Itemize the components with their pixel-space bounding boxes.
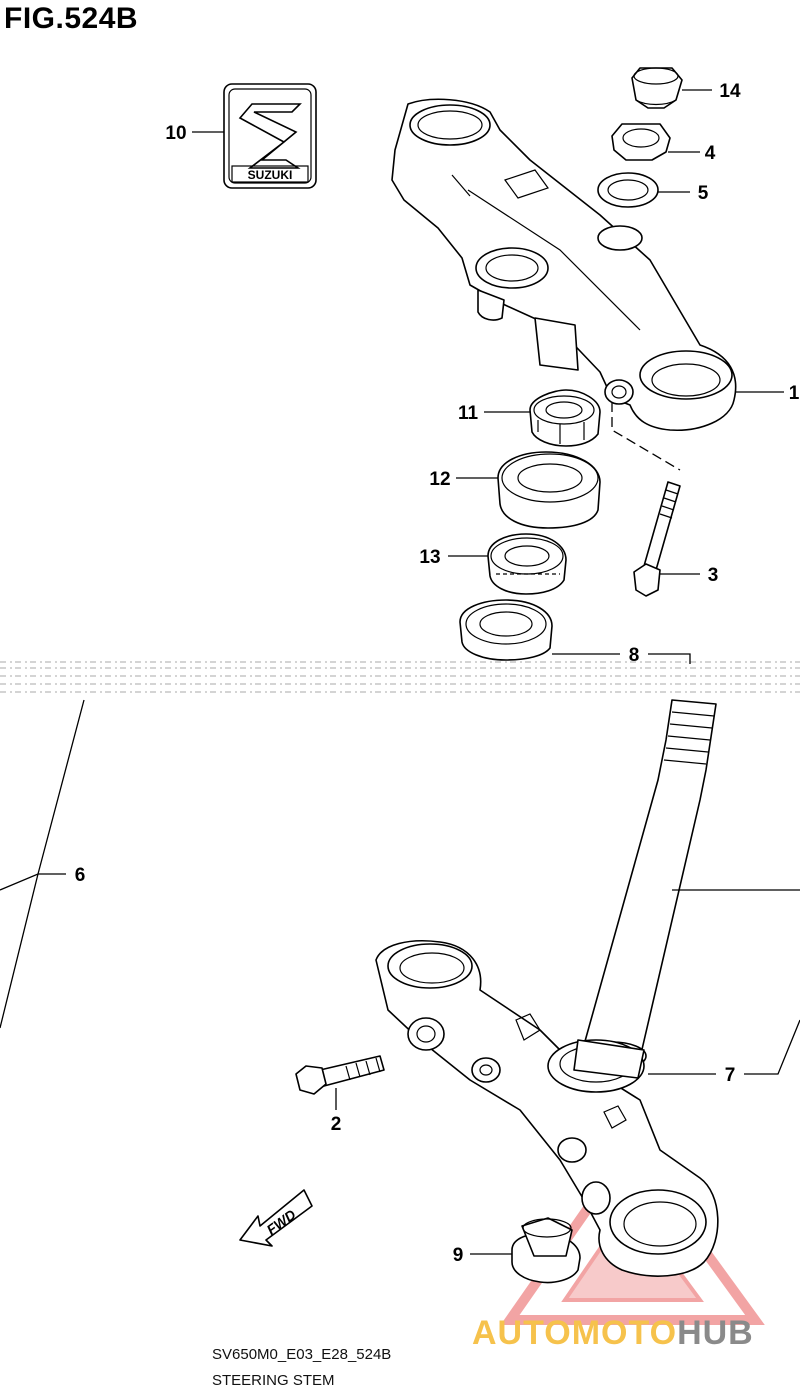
figure-caption: STEERING STEM (212, 1372, 335, 1389)
steering-stem-nut (611, 123, 671, 161)
callout-4: 4 (705, 143, 716, 164)
callout-5: 5 (698, 183, 709, 204)
scan-noise-band (0, 661, 800, 693)
stem-cap-lower (511, 1217, 581, 1284)
figure-title: FIG.524B (4, 2, 139, 35)
callout-6: 6 (75, 865, 86, 886)
callout-12: 12 (429, 469, 450, 490)
washer (597, 172, 659, 208)
watermark-text-part1: AUTOMOTO (472, 1314, 678, 1352)
callout-13: 13 (419, 547, 440, 568)
callout-2: 2 (331, 1114, 342, 1135)
callout-10: 10 (165, 123, 186, 144)
watermark-text-part2: HUB (677, 1314, 754, 1352)
clamp-bolt-upper (611, 402, 681, 597)
upper-bracket (391, 98, 737, 431)
callout-3: 3 (708, 565, 719, 586)
clamp-bolt-lower (295, 1055, 385, 1095)
steering-stem-shaft (577, 699, 717, 1071)
upper-bearing (487, 533, 567, 595)
callout-14: 14 (719, 81, 741, 102)
lower-bearing (459, 599, 553, 661)
callout-11: 11 (458, 403, 479, 424)
dust-seal (497, 451, 601, 529)
lower-bracket (375, 940, 719, 1277)
stem-cap-nut (631, 67, 683, 109)
callout-8: 8 (629, 645, 640, 666)
watermark-text: AUTOMOTOHUB (472, 1314, 754, 1353)
steering-lock-nut (529, 389, 601, 447)
drawing-code: SV650M0_E03_E28_524B (212, 1346, 392, 1363)
suzuki-emblem: SUZUKI (223, 83, 317, 189)
callout-7: 7 (725, 1065, 736, 1086)
emblem-brand-text: SUZUKI (248, 168, 293, 182)
leader-lines (0, 89, 800, 1255)
forward-direction-arrow: FWD (239, 1189, 313, 1247)
callout-1: 1 (789, 383, 800, 404)
callout-numbers: 10 14 4 5 1 11 12 13 3 8 6 7 2 9 (75, 81, 800, 1266)
callout-9: 9 (453, 1245, 464, 1266)
